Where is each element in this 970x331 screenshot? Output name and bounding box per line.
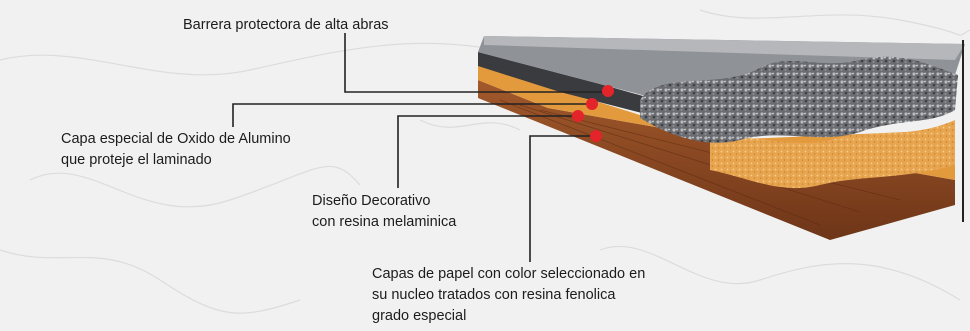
aggregate-layer xyxy=(640,56,958,143)
label-design-line-2: con resina melaminica xyxy=(312,214,457,230)
marker-dot xyxy=(590,130,602,142)
label-barrier-line: Barrera protectora de alta abras xyxy=(183,17,389,33)
label-paper-line-3: grado especial xyxy=(372,308,467,324)
marker-dot xyxy=(586,98,598,110)
label-paper-line-1: Capas de papel con color seleccionado en xyxy=(372,266,646,282)
label-paper-line-2: su nucleo tratados con resina fenolica xyxy=(372,287,616,303)
leader-lines xyxy=(232,33,608,262)
label-oxide-layer: Capa especial de Oxido de Alumino que pr… xyxy=(61,129,291,171)
label-oxide-line-1: Capa especial de Oxido de Alumino xyxy=(61,131,291,147)
marker-dot xyxy=(602,85,614,97)
label-decorative-design: Diseño Decorativo con resina melaminica xyxy=(312,191,456,233)
label-paper-layers: Capas de papel con color seleccionado en… xyxy=(372,264,645,327)
marker-dot xyxy=(572,110,584,122)
label-design-line-1: Diseño Decorativo xyxy=(312,193,431,209)
resin-layer xyxy=(710,120,955,189)
label-barrier: Barrera protectora de alta abras xyxy=(183,15,389,36)
label-oxide-line-2: que proteje el laminado xyxy=(61,152,212,168)
